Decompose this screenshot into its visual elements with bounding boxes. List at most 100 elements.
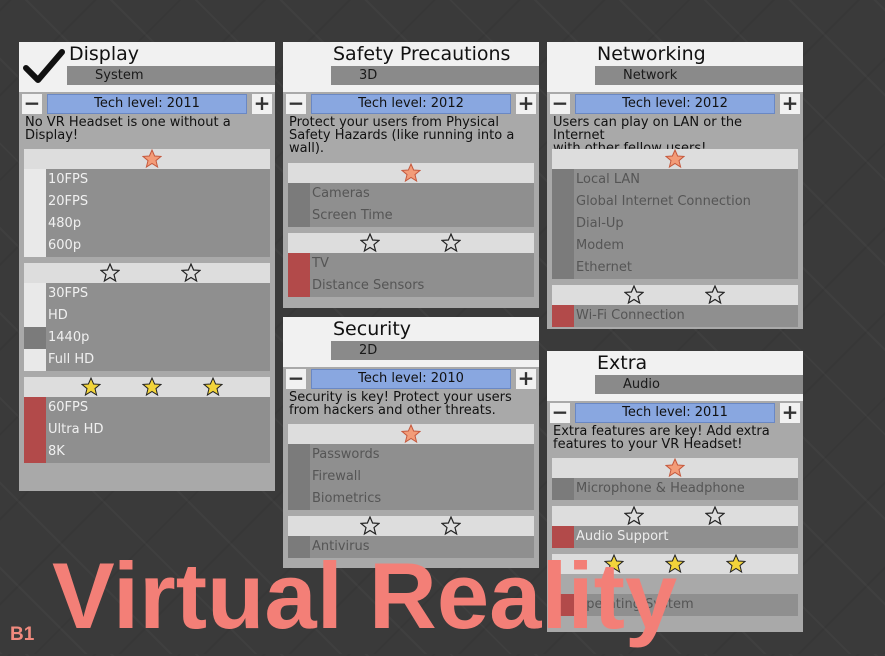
item-label: Antivirus	[312, 539, 370, 554]
star-orange-icon	[401, 163, 421, 183]
increase-tech-button[interactable]: +	[516, 91, 536, 115]
item-checkbox[interactable]	[24, 397, 46, 419]
item-checkbox[interactable]	[24, 169, 46, 191]
overlay-title: Virtual Reality	[52, 543, 678, 648]
tech-level-row: − Tech level: 2011 +	[22, 92, 272, 116]
description-line: wall).	[289, 141, 325, 156]
tech-level-label: Tech level: 2012	[575, 94, 775, 114]
increase-tech-button[interactable]: +	[780, 400, 800, 424]
panel-subtitle: Network	[595, 66, 803, 85]
tech-item-locked[interactable]: Ultra HD	[24, 419, 270, 441]
decrease-tech-button[interactable]: −	[550, 91, 570, 115]
tech-item-locked[interactable]: Operating System	[552, 594, 798, 616]
tech-item[interactable]: Biometrics	[288, 488, 534, 510]
tech-item[interactable]: Firewall	[288, 466, 534, 488]
tech-item[interactable]: Global Internet Connection	[552, 191, 798, 213]
item-label: Wi-Fi Connection	[576, 308, 685, 323]
panel-description: Security is key! Protect your users from…	[289, 391, 533, 417]
item-checkbox[interactable]	[288, 536, 310, 558]
tech-item[interactable]: 20FPS	[24, 191, 270, 213]
item-checkbox[interactable]	[288, 183, 310, 205]
tech-item[interactable]: 30FPS	[24, 283, 270, 305]
item-checkbox[interactable]	[552, 257, 574, 279]
tech-item-locked[interactable]: Audio Support	[552, 526, 798, 548]
star-outline-icon	[705, 506, 725, 526]
panel-extra: Extra Audio − Tech level: 2011 + Extra f…	[547, 351, 803, 632]
item-checkbox[interactable]	[288, 488, 310, 510]
item-checkbox[interactable]	[552, 478, 574, 500]
tech-item[interactable]: Full HD	[24, 349, 270, 371]
item-checkbox[interactable]	[552, 213, 574, 235]
tech-item-locked[interactable]: 8K	[24, 441, 270, 463]
description-line: Display!	[25, 128, 79, 143]
panel-networking: Networking Network − Tech level: 2012 + …	[547, 42, 803, 329]
item-checkbox[interactable]	[552, 594, 574, 616]
item-checkbox[interactable]	[288, 253, 310, 275]
item-label: Cameras	[312, 186, 370, 201]
tier-1-bar	[288, 424, 534, 444]
tech-item[interactable]: 600p	[24, 235, 270, 257]
tech-item[interactable]: Screen Time	[288, 205, 534, 227]
item-checkbox[interactable]	[24, 283, 46, 305]
tech-item[interactable]: Microphone & Headphone	[552, 478, 798, 500]
item-checkbox[interactable]	[288, 466, 310, 488]
increase-tech-button[interactable]: +	[516, 366, 536, 390]
increase-tech-button[interactable]: +	[780, 91, 800, 115]
tech-item[interactable]: Dial-Up	[552, 213, 798, 235]
star-outline-icon	[624, 506, 644, 526]
tech-item[interactable]: Passwords	[288, 444, 534, 466]
panel-subtitle: 2D	[331, 341, 539, 360]
star-outline-icon	[441, 516, 461, 536]
star-yellow-icon	[142, 377, 162, 397]
tech-item[interactable]: Ethernet	[552, 257, 798, 279]
tier-1-bar	[288, 163, 534, 183]
tech-item[interactable]: 10FPS	[24, 169, 270, 191]
item-checkbox[interactable]	[552, 169, 574, 191]
item-checkbox[interactable]	[288, 275, 310, 297]
star-orange-icon	[665, 149, 685, 169]
tech-item[interactable]: Local LAN	[552, 169, 798, 191]
star-outline-icon	[441, 233, 461, 253]
decrease-tech-button[interactable]: −	[550, 400, 570, 424]
star-yellow-icon	[81, 377, 101, 397]
item-checkbox[interactable]	[552, 526, 574, 548]
item-label: Screen Time	[312, 208, 393, 223]
item-checkbox[interactable]	[552, 235, 574, 257]
decrease-tech-button[interactable]: −	[286, 366, 306, 390]
item-checkbox[interactable]	[288, 205, 310, 227]
item-checkbox[interactable]	[552, 305, 574, 327]
tech-item[interactable]: 1440p	[24, 327, 270, 349]
item-checkbox[interactable]	[552, 191, 574, 213]
item-checkbox[interactable]	[288, 444, 310, 466]
item-checkbox[interactable]	[24, 235, 46, 257]
description-line: Safety Hazards (like running into a	[289, 128, 515, 143]
item-checkbox[interactable]	[24, 441, 46, 463]
tier-2-bar	[24, 263, 270, 283]
item-checkbox[interactable]	[24, 213, 46, 235]
star-orange-icon	[401, 424, 421, 444]
tech-item[interactable]: HD	[24, 305, 270, 327]
tech-item-locked[interactable]: TV	[288, 253, 534, 275]
increase-tech-button[interactable]: +	[252, 91, 272, 115]
tech-item-locked[interactable]: Wi-Fi Connection	[552, 305, 798, 327]
item-checkbox[interactable]	[24, 349, 46, 371]
item-label: 20FPS	[48, 194, 89, 209]
tech-item[interactable]: Antivirus	[288, 536, 534, 558]
item-checkbox[interactable]	[24, 305, 46, 327]
decrease-tech-button[interactable]: −	[286, 91, 306, 115]
tech-item-locked[interactable]: Distance Sensors	[288, 275, 534, 297]
item-checkbox[interactable]	[24, 419, 46, 441]
decrease-tech-button[interactable]: −	[22, 91, 42, 115]
tier-2-bar	[288, 233, 534, 253]
item-label: 60FPS	[48, 400, 89, 415]
panel-description: No VR Headset is one without a Display!	[25, 116, 269, 142]
tech-item[interactable]: Cameras	[288, 183, 534, 205]
item-checkbox[interactable]	[24, 191, 46, 213]
tech-item[interactable]: 480p	[24, 213, 270, 235]
item-label: Microphone & Headphone	[576, 481, 745, 496]
item-checkbox[interactable]	[24, 327, 46, 349]
panel-header: Extra Audio	[547, 351, 803, 401]
tech-item-locked[interactable]: 60FPS	[24, 397, 270, 419]
tech-item[interactable]: Modem	[552, 235, 798, 257]
item-label: HD	[48, 308, 68, 323]
